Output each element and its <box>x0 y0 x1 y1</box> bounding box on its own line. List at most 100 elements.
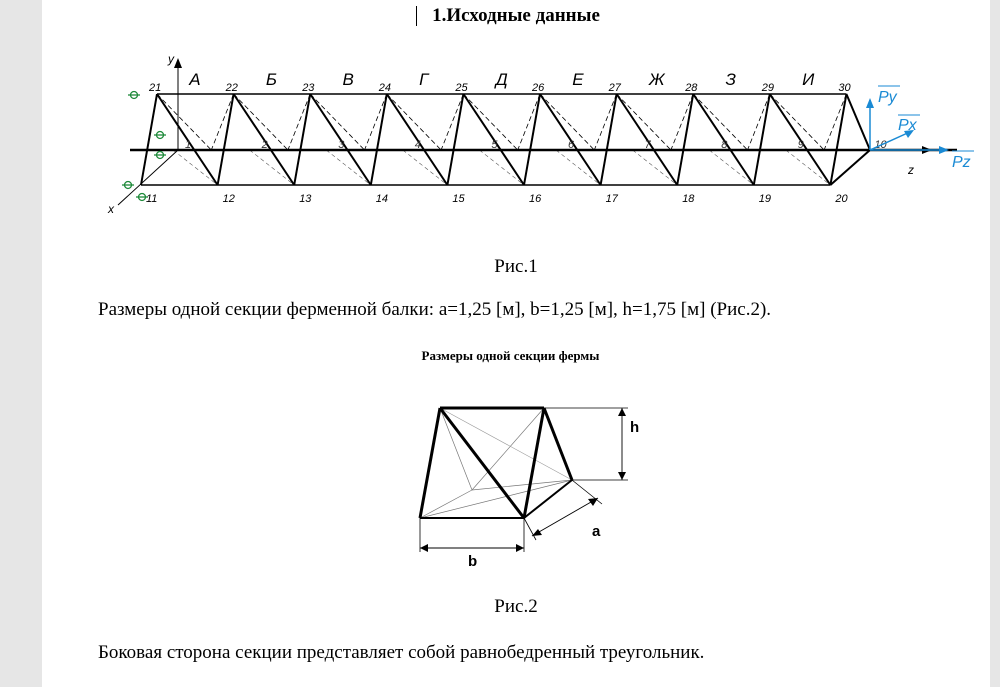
section-letter: Ж <box>648 70 666 89</box>
thin-diagonal <box>555 149 601 186</box>
thin-diagonal <box>172 149 218 186</box>
web-diagonal <box>615 93 679 186</box>
web-diagonal <box>676 93 695 186</box>
bottom-node-label: 11 <box>146 193 157 205</box>
top-node-label: 27 <box>608 82 622 94</box>
dashed-diagonal <box>539 93 595 151</box>
dashed-diagonal <box>593 93 617 151</box>
y-axis-arrow <box>174 58 182 68</box>
front-right-member <box>522 407 546 519</box>
dashed-diagonal <box>747 93 771 151</box>
pz-arrowhead <box>939 146 949 154</box>
dashed-diagonal <box>692 93 748 151</box>
dimensions-paragraph: Размеры одной секции ферменной балки: a=… <box>98 299 772 320</box>
middle-node-label: 7 <box>645 139 652 151</box>
dashed-diagonal <box>386 93 442 151</box>
text-cursor <box>416 6 417 26</box>
front-left-member <box>418 407 442 519</box>
dashed-diagonal <box>440 93 464 151</box>
bottom-node-label: 14 <box>376 193 388 205</box>
middle-node-label: 3 <box>338 139 345 151</box>
end-post <box>140 93 158 186</box>
py-label: Py <box>878 89 898 106</box>
web-diagonal <box>752 93 771 186</box>
hidden-member <box>439 407 573 481</box>
section-letter: И <box>802 70 815 89</box>
dashed-diagonal <box>156 93 212 151</box>
top-node-label: 24 <box>378 82 391 94</box>
dashed-diagonal <box>210 93 234 151</box>
middle-node-label: 1 <box>185 139 191 151</box>
section-letter: З <box>726 70 737 89</box>
top-node-label: 30 <box>838 82 851 94</box>
section-letter: В <box>343 70 354 89</box>
middle-node-label: 5 <box>491 139 498 151</box>
web-diagonal <box>369 93 388 186</box>
thin-diagonal <box>326 149 371 186</box>
web-diagonal <box>462 93 525 186</box>
web-diagonal <box>692 93 755 186</box>
front-diagonal <box>438 407 526 519</box>
x-axis <box>117 149 179 206</box>
h-arrow-top <box>618 408 626 416</box>
end-post <box>845 93 871 151</box>
bottom-node-label: 19 <box>759 193 771 205</box>
thin-diagonal <box>632 149 678 186</box>
dashed-diagonal <box>517 93 541 151</box>
bottom-node-label: 17 <box>606 193 619 205</box>
end-post <box>829 149 871 186</box>
py-arrowhead <box>866 98 874 108</box>
hidden-member <box>419 489 473 519</box>
section-letter: Г <box>419 70 430 89</box>
middle-node-label: 6 <box>568 139 575 151</box>
truss-section-figure-2: hba <box>418 406 639 570</box>
bottom-side-member <box>523 479 573 519</box>
web-diagonal <box>829 93 848 186</box>
h-arrow-bottom <box>618 472 626 480</box>
hidden-member <box>439 407 473 491</box>
figure-2-caption: Рис.2 <box>494 596 538 617</box>
b-arrow-left <box>420 544 428 552</box>
a-label: a <box>592 523 601 540</box>
bottom-node-label: 13 <box>299 193 312 205</box>
section-letter: А <box>188 70 200 89</box>
thin-diagonal <box>249 149 295 186</box>
dashed-diagonal <box>769 93 825 151</box>
b-label: b <box>468 553 477 570</box>
section-letter: Б <box>266 70 277 89</box>
hidden-member <box>471 407 545 491</box>
web-diagonal <box>523 93 541 186</box>
thin-diagonal <box>709 149 754 186</box>
top-node-label: 22 <box>225 82 238 94</box>
figure-1-caption: Рис.1 <box>494 256 538 277</box>
b-arrow-right <box>516 544 524 552</box>
a-arrow-left <box>532 529 542 536</box>
top-node-label: 25 <box>454 82 468 94</box>
a-extension <box>523 517 537 541</box>
thin-diagonal <box>479 149 525 186</box>
px-label: Px <box>898 117 918 134</box>
x-axis-label: x <box>107 202 115 216</box>
bottom-node-label: 12 <box>223 193 235 205</box>
side-paragraph: Боковая сторона секции представляет собо… <box>98 642 705 663</box>
web-diagonal <box>768 93 832 186</box>
middle-node-label: 4 <box>415 139 421 151</box>
web-diagonal <box>446 93 465 186</box>
z-axis-label: z <box>907 163 914 177</box>
web-diagonal <box>309 93 372 186</box>
web-diagonal <box>599 93 618 186</box>
top-node-label: 29 <box>761 82 774 94</box>
dashed-diagonal <box>233 93 289 151</box>
middle-node-label: 9 <box>798 139 804 151</box>
dashed-diagonal <box>309 93 365 151</box>
web-diagonal <box>385 93 449 186</box>
figure-2-title: Размеры одной секции фермы <box>421 348 600 363</box>
dashed-diagonal <box>463 93 518 151</box>
px-arrowhead <box>904 130 914 138</box>
bottom-node-label: 20 <box>834 193 848 205</box>
hidden-member <box>471 479 573 491</box>
middle-node-label: 2 <box>261 139 268 151</box>
bottom-node-label: 15 <box>452 193 465 205</box>
web-diagonal <box>156 93 219 186</box>
